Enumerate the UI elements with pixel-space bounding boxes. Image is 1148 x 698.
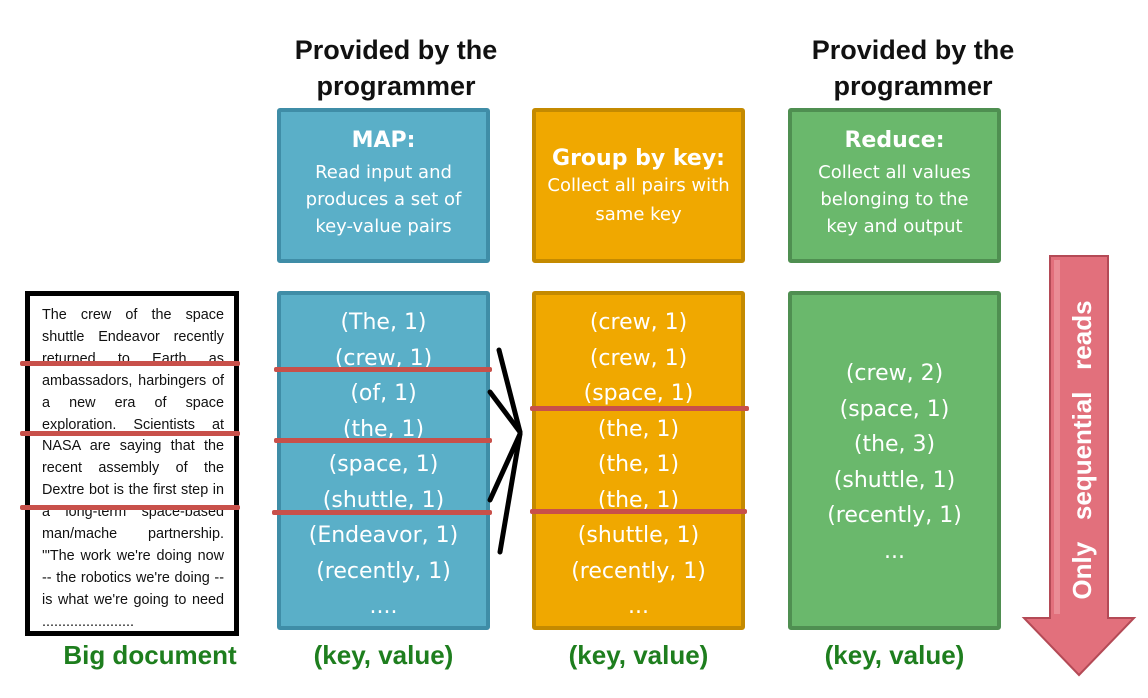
sequential-reads-label: Only sequential reads [1067, 300, 1097, 600]
big-document: The crew of the space shuttle Endeavor r… [25, 291, 239, 636]
map-output-box: (The, 1) (crew, 1) (of, 1) (the, 1) (space, … [277, 291, 490, 630]
map-step-description: Read input and produces a set of key-val… [305, 162, 462, 237]
document-split-line-1 [20, 361, 240, 366]
key-value-item: (Endeavor, 1) [308, 523, 459, 548]
map-split-line-3 [272, 510, 492, 515]
key-value-item: (crew, 2) [845, 361, 944, 386]
key-value-item: (the, 3) [853, 432, 936, 457]
document-split-line-3 [20, 505, 240, 510]
shuffle-lines [487, 347, 523, 555]
key-value-item: (The, 1) [340, 310, 427, 335]
shuffle-line-4 [497, 431, 523, 555]
reduce-output-list: (crew, 2) (space, 1) (the, 3) (shuttle, 1) (… [792, 356, 997, 569]
key-value-item: ... [628, 594, 649, 619]
map-step-box: MAP: Read input and produces a set of ke… [277, 108, 490, 263]
key-value-item: .... [369, 594, 398, 619]
map-step-title: MAP: [351, 128, 416, 153]
group-step-box: Group by key: Collect all pairs with sam… [532, 108, 745, 263]
map-output-list: (The, 1) (crew, 1) (of, 1) (the, 1) (space, … [281, 305, 486, 625]
reduce-step-box: Reduce: Collect all values belonging to … [788, 108, 1001, 263]
map-split-line-2 [274, 438, 492, 443]
key-value-item: ... [884, 538, 905, 564]
shuffle-line-2 [487, 389, 523, 435]
map-split-line-1 [274, 367, 492, 372]
key-value-item: (the, 1) [342, 416, 425, 442]
key-value-item: (of, 1) [350, 381, 417, 406]
key-value-item: (the, 1) [597, 416, 680, 442]
key-value-item: (the, 1) [597, 487, 680, 513]
map-caption: (key, value) [313, 640, 454, 670]
key-value-item: (space, 1) [328, 452, 439, 477]
group-step-description: Collect all pairs with same key [547, 175, 730, 225]
reduce-output-box: (crew, 2) (space, 1) (the, 3) (shuttle, 1) (… [788, 291, 1001, 630]
key-value-item: (shuttle, 1) [833, 467, 956, 493]
key-value-item: (shuttle, 1) [577, 523, 700, 548]
group-step-title: Group by key: [552, 146, 725, 171]
sequential-reads-arrow [1021, 255, 1137, 677]
key-value-item: (space, 1) [583, 381, 694, 406]
document-split-line-2 [20, 431, 240, 436]
reduce-caption: (key, value) [824, 640, 965, 670]
reduce-step-description: Collect all values belonging to the key … [818, 162, 971, 237]
key-value-item: (recently, 1) [827, 503, 962, 528]
key-value-item: (recently, 1) [571, 558, 706, 584]
key-value-item: (shuttle, 1) [322, 487, 445, 513]
shuffle-line-3 [487, 431, 523, 503]
key-value-item: (crew, 1) [589, 310, 688, 335]
key-value-item: (recently, 1) [316, 558, 451, 584]
reduce-step-title: Reduce: [844, 128, 945, 153]
map-programmer-heading: Provided by the programmer [294, 35, 498, 101]
group-output-box: (crew, 1) (crew, 1) (space, 1) (the, 1) (the… [532, 291, 745, 630]
group-split-line-1 [530, 406, 749, 411]
document-caption: Big document [63, 640, 237, 670]
shuffle-line-1 [496, 347, 523, 435]
key-value-item: (space, 1) [839, 396, 950, 422]
reduce-programmer-heading: Provided by the programmer [811, 35, 1015, 101]
group-split-line-2 [530, 509, 747, 514]
key-value-item: (the, 1) [597, 452, 680, 477]
group-caption: (key, value) [568, 640, 709, 670]
key-value-item: (crew, 1) [589, 345, 688, 371]
key-value-item: (crew, 1) [334, 345, 433, 371]
group-output-list: (crew, 1) (crew, 1) (space, 1) (the, 1) (the… [536, 305, 741, 625]
